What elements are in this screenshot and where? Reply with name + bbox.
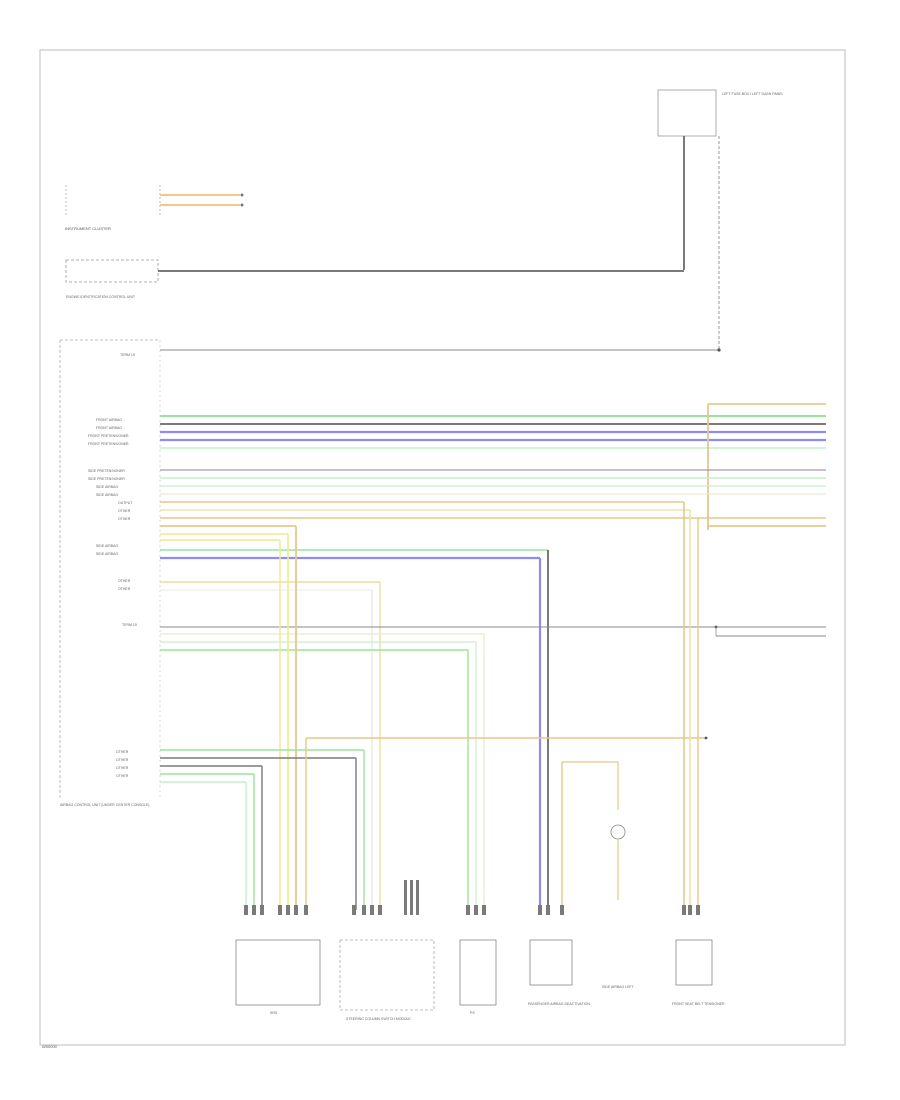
pin-label: OTHER [118, 517, 131, 521]
pin-label: TERM 15 [122, 623, 137, 627]
pin-labels: TERM 15 FRONT AIRBAG FRONT AIRBAG FRONT … [88, 353, 137, 778]
pin-label: OTHER [118, 509, 131, 513]
connector-plugs [244, 880, 700, 915]
engine-control-unit: ENGINE IDENTIFICATION CONTROL UNIT [65, 259, 684, 299]
pin-label: FRONT PRETENSIONER [88, 434, 129, 438]
pin-label: TERM 15 [120, 353, 135, 357]
connector-label: SRS [270, 1011, 278, 1015]
connector-label: SIDE AIRBAG LEFT [602, 985, 635, 989]
pin-label: OTHER [118, 579, 131, 583]
instrument-cluster-label: INSTRUMENT CLUSTER [65, 226, 111, 231]
pin-label: SIDE AIRBAG [96, 485, 118, 489]
diagram-border [39, 49, 846, 1046]
engine-control-label: ENGINE IDENTIFICATION CONTROL UNIT [66, 295, 136, 299]
pin-label: OTHER [116, 774, 129, 778]
pin-label: FRONT AIRBAG [96, 426, 122, 430]
pin-label: SIDE PRETENSIONER [88, 477, 125, 481]
bottom-connectors: SRS STEERING COLUMN SWITCH MODULE PS PAS… [235, 939, 725, 1021]
pin-label: OTHER [118, 587, 131, 591]
connector-label: PASSENGER AIRBAG DEACTIVATION [528, 1002, 590, 1006]
footer-code: W00000 [42, 1044, 58, 1049]
pin-label: OTHER [116, 750, 129, 754]
connector-label: PS [470, 1011, 475, 1015]
top-right-module-label: LEFT FUSE BOX / LEFT DASH PANEL [722, 92, 784, 96]
connector-label: FRONT SEAT BELT TENSIONER [672, 1002, 725, 1006]
connector-label: STEERING COLUMN SWITCH MODULE [346, 1017, 411, 1021]
pin-label: FRONT PRETENSIONER [88, 442, 129, 446]
pin-label: FRONT AIRBAG [96, 418, 122, 422]
instrument-cluster: INSTRUMENT CLUSTER [65, 185, 244, 231]
pin-label: OUTPUT [118, 501, 133, 505]
pin-label: SIDE PRETENSIONER [88, 469, 125, 473]
pin-label: OTHER [116, 766, 129, 770]
pin-label: OTHER [116, 758, 129, 762]
airbag-control-unit-label: AIRBAG CONTROL UNIT (UNDER CENTER CONSOL… [60, 803, 149, 807]
top-right-module: LEFT FUSE BOX / LEFT DASH PANEL [657, 89, 784, 350]
pin-label: SIDE AIRBAG [96, 552, 118, 556]
airbag-control-unit: AIRBAG CONTROL UNIT (UNDER CENTER CONSOL… [59, 339, 161, 807]
pin-label: SIDE AIRBAG [96, 544, 118, 548]
wire-runs [160, 348, 826, 910]
pin-label: SIDE AIRBAG [96, 493, 118, 497]
